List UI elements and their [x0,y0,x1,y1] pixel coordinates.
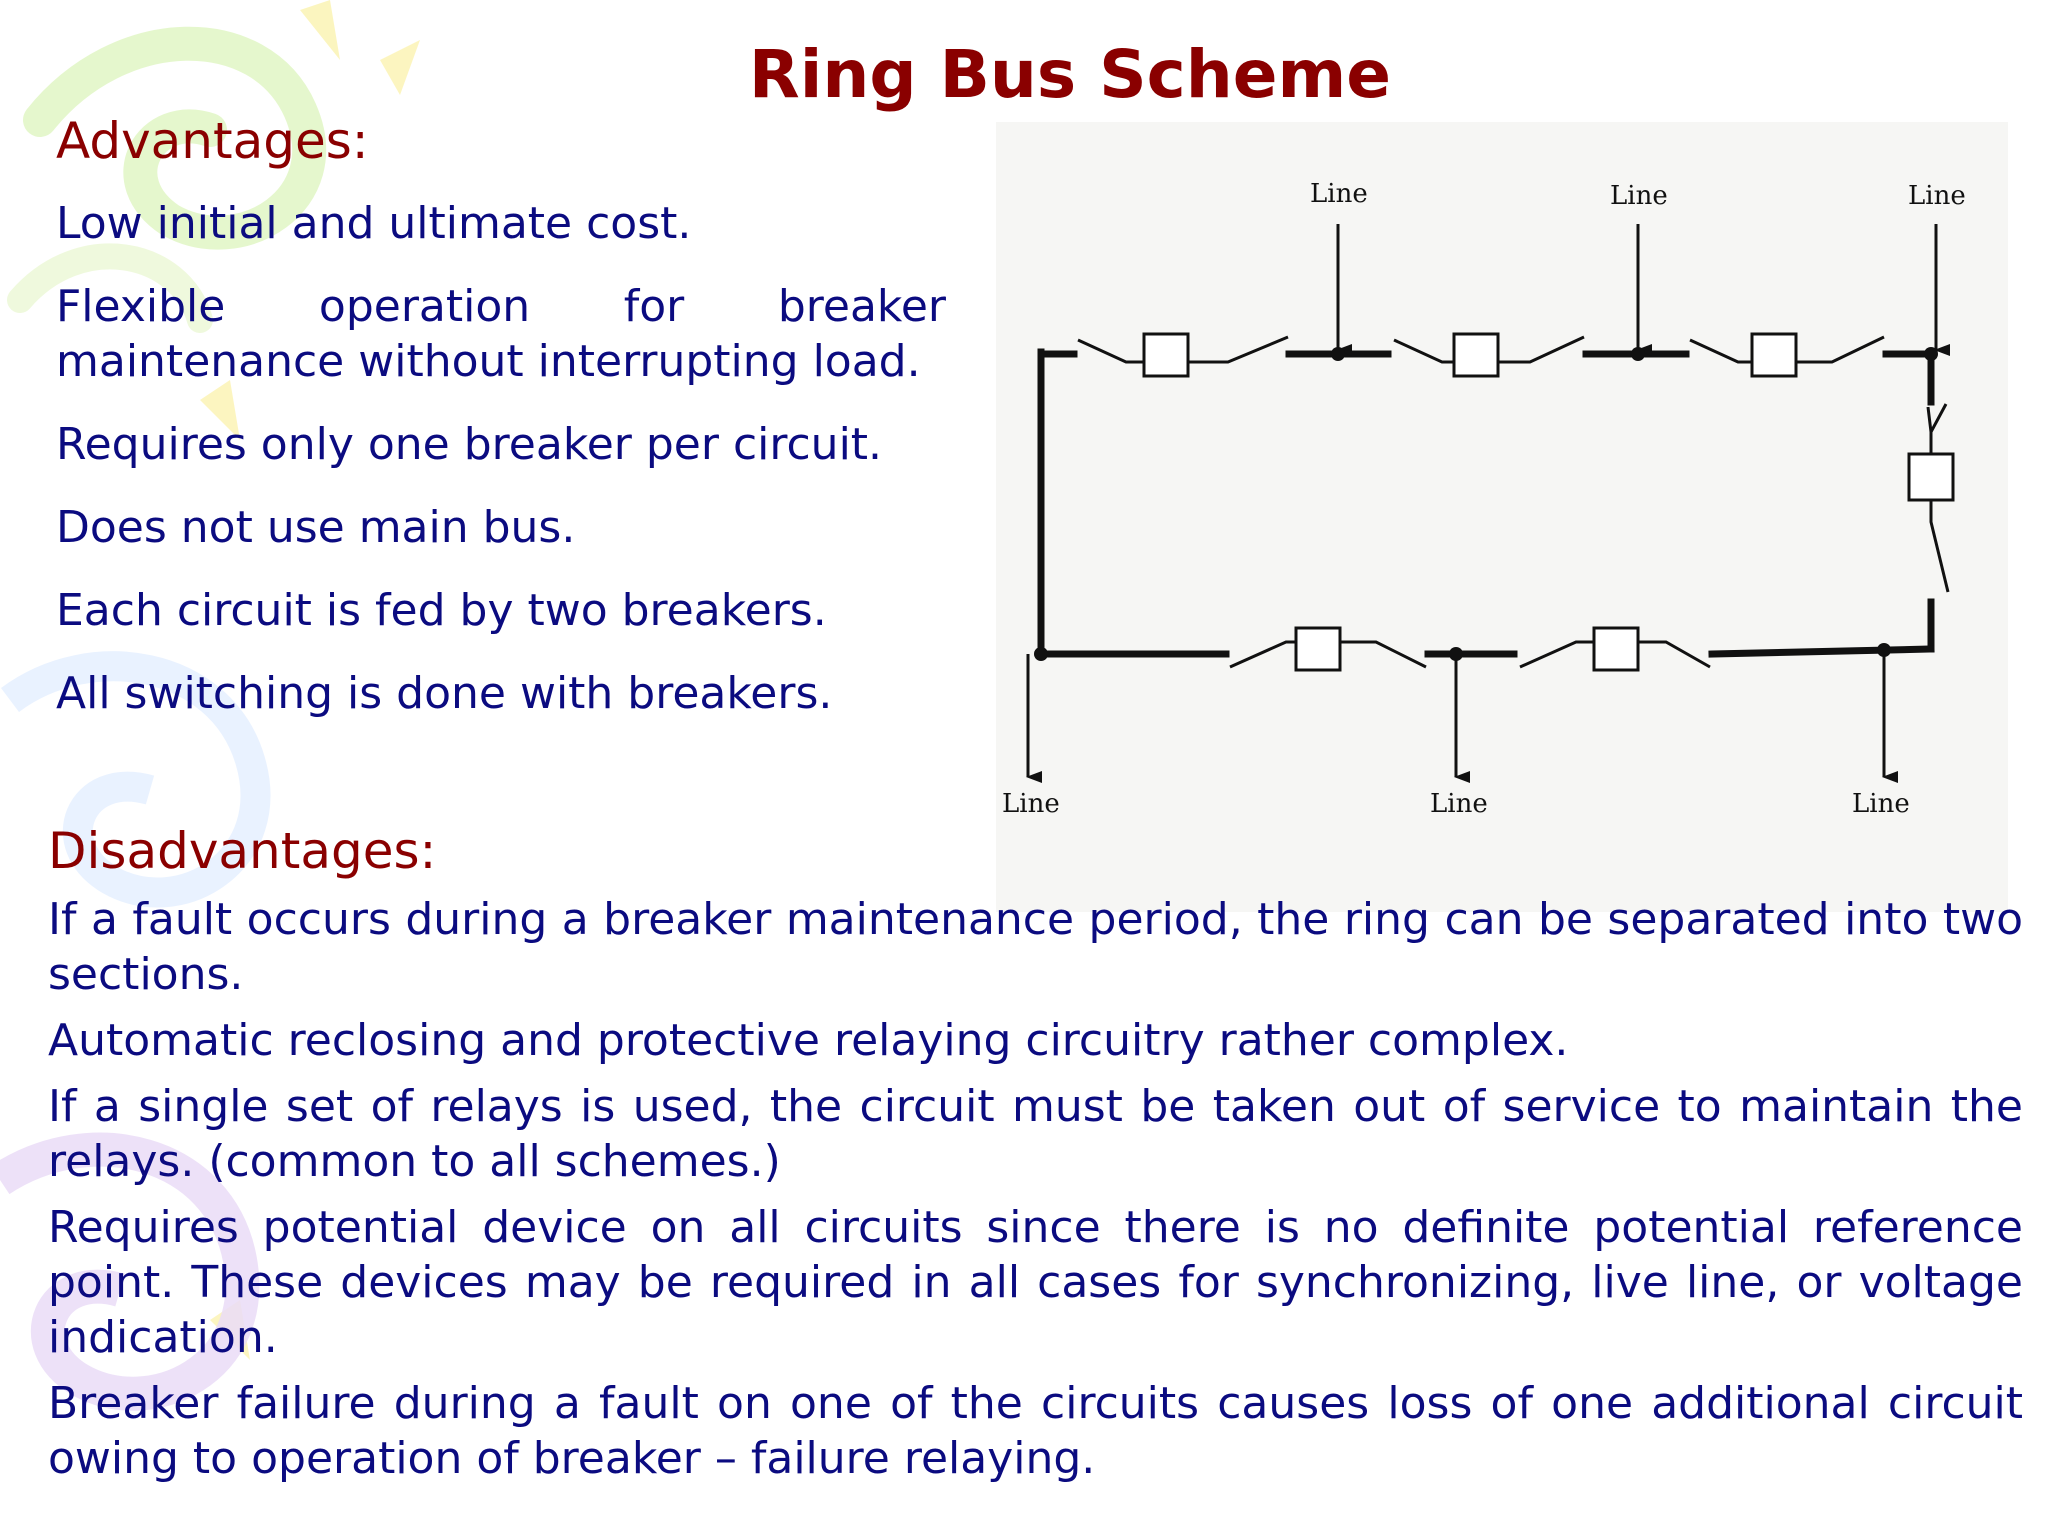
list-item: Flexible operation for breaker maintenan… [56,281,946,387]
list-item: All switching is done with breakers. [56,668,833,719]
line-label: Line [1908,181,1966,211]
circuit-breaker [1229,626,1427,672]
bus-junction [1449,647,1463,661]
list-item: Breaker failure during a fault on one of… [48,1378,2023,1484]
circuit-breaker [1519,626,1711,672]
line-label: Line [1002,789,1060,819]
bottom-bus-segment [1708,645,1935,658]
blue-swirl-decoration [1,651,271,908]
green-swirl-decoration [7,26,327,333]
list-item: Each circuit is fed by two breakers. [56,585,827,636]
list-item: Automatic reclosing and protective relay… [48,1015,1569,1066]
line-label: Line [1310,179,1368,209]
circuit-breaker [1689,332,1885,378]
circuit-breaker [1907,403,1955,593]
list-item: If a single set of relays is used, the c… [48,1081,2023,1187]
line-label: Line [1852,789,1910,819]
list-item: Requires only one breaker per circuit. [56,419,883,470]
line-label: Line [1430,789,1488,819]
disadvantages-heading: Disadvantages: [48,822,437,880]
slide-title: Ring Bus Scheme [748,36,1392,113]
bus-junction [1034,647,1048,661]
list-item: If a fault occurs during a breaker maint… [48,894,2023,1000]
line-label: Line [1610,181,1668,211]
bus-junction [1924,347,1938,361]
bus-junction [1331,347,1345,361]
list-item: Does not use main bus. [56,502,576,553]
advantages-list: Low initial and ultimate cost. Flexible … [56,196,946,749]
circuit-breaker [1077,332,1289,378]
bus-junction [1877,643,1891,657]
list-item: Requires potential device on all circuit… [48,1202,2023,1363]
ring-bus-diagram: Line Line Line Line Line Line [996,122,2008,912]
list-item: Low initial and ultimate cost. [56,198,692,249]
top-bus-segment [1037,348,1078,358]
advantages-heading: Advantages: [56,112,369,170]
bus-junction [1631,347,1645,361]
circuit-breaker [1393,332,1585,378]
purple-swirl-decoration [0,1132,260,1411]
disadvantages-list: If a fault occurs during a breaker maint… [48,892,2023,1497]
